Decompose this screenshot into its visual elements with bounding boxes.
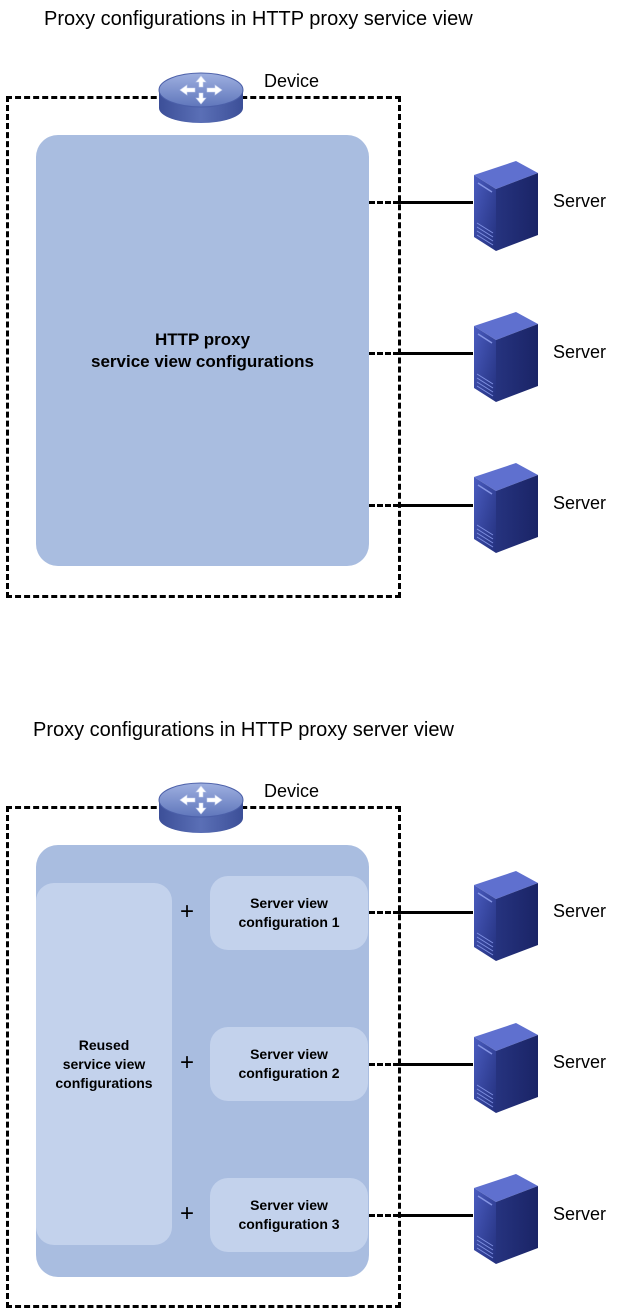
- server-view-config-3: Server view configuration 3: [210, 1178, 368, 1252]
- bottom-device-label: Device: [264, 781, 320, 801]
- top-device-label: Device: [264, 71, 320, 91]
- reused-text-line3: configurations: [55, 1074, 153, 1091]
- top-server-label-1: Server: [553, 191, 607, 211]
- panel-text-line2: service view configurations: [91, 351, 314, 371]
- server-view-1-line1: Server view: [250, 895, 328, 911]
- reused-service-view-text: Reused service view configurations: [55, 1036, 152, 1093]
- bottom-connection-3-dashed: [369, 1214, 399, 1217]
- plus-sign-2: +: [180, 1049, 195, 1076]
- top-connection-2-solid: [399, 352, 473, 355]
- top-connection-1-dashed: [369, 201, 399, 204]
- server-tower-icon: [470, 1166, 542, 1266]
- server-view-config-1: Server view configuration 1: [210, 876, 368, 950]
- reused-text-line2: service view: [62, 1055, 146, 1072]
- server-tower-icon: [470, 863, 542, 963]
- server-tower-icon: [470, 153, 542, 253]
- server-tower-icon: [470, 304, 542, 404]
- top-connection-1-solid: [399, 201, 473, 204]
- bottom-connection-1-solid: [399, 911, 473, 914]
- bottom-connection-1-dashed: [369, 911, 399, 914]
- top-diagram-title: Proxy configurations in HTTP proxy servi…: [44, 8, 473, 30]
- top-connection-3-dashed: [369, 504, 399, 507]
- plus-sign-3: +: [180, 1200, 195, 1227]
- bottom-connection-3-solid: [399, 1214, 473, 1217]
- top-server-label-3: Server: [553, 493, 607, 513]
- router-switch-icon: [156, 774, 246, 838]
- server-view-config-2: Server view configuration 2: [210, 1027, 368, 1101]
- top-server-label-2: Server: [553, 342, 607, 362]
- reused-service-view-panel: Reused service view configurations: [36, 883, 172, 1245]
- bottom-diagram-title: Proxy configurations in HTTP proxy serve…: [33, 719, 454, 741]
- bottom-server-label-1: Server: [553, 901, 607, 921]
- top-connection-2-dashed: [369, 352, 399, 355]
- reused-text-line1: Reused: [78, 1036, 130, 1053]
- server-view-2-line2: configuration 2: [238, 1065, 340, 1081]
- server-tower-icon: [470, 1015, 542, 1115]
- service-view-config-text: HTTP proxy service view configurations: [91, 329, 314, 373]
- top-connection-3-solid: [399, 504, 473, 507]
- service-view-config-panel: HTTP proxy service view configurations: [36, 135, 369, 566]
- server-view-3-line1: Server view: [250, 1197, 328, 1213]
- bottom-connection-2-solid: [399, 1063, 473, 1066]
- bottom-server-label-2: Server: [553, 1052, 607, 1072]
- server-tower-icon: [470, 455, 542, 555]
- server-view-2-line1: Server view: [250, 1046, 328, 1062]
- server-view-1-line2: configuration 1: [238, 914, 340, 930]
- bottom-server-label-3: Server: [553, 1204, 607, 1224]
- plus-sign-1: +: [180, 898, 195, 925]
- bottom-connection-2-dashed: [369, 1063, 399, 1066]
- router-switch-icon: [156, 64, 246, 128]
- server-view-3-line2: configuration 3: [238, 1216, 340, 1232]
- panel-text-line1: HTTP proxy: [154, 329, 251, 349]
